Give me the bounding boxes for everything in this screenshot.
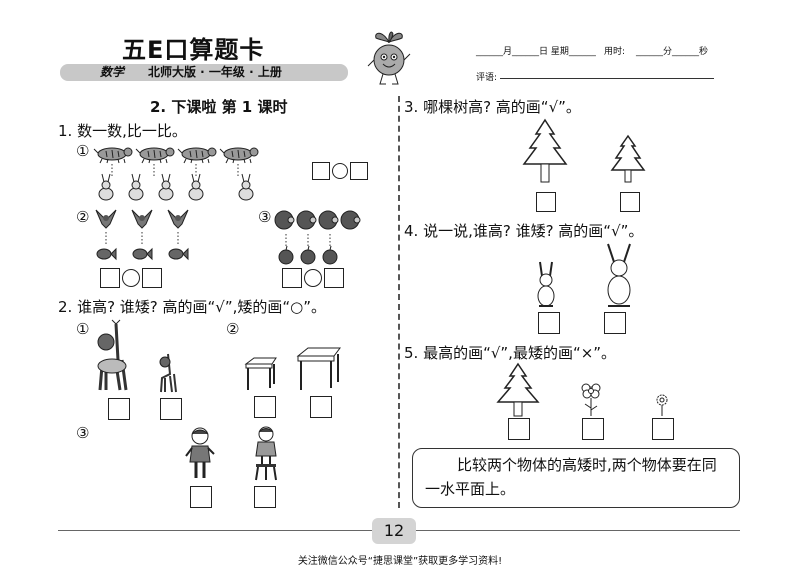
tall-tree-icon [522, 118, 568, 183]
giraffe-icon [97, 319, 128, 391]
small-table-icon [244, 357, 277, 390]
answer-box[interactable] [620, 192, 640, 212]
small-flower-icon [656, 394, 668, 416]
q2-sub3-label: ③ [76, 424, 90, 442]
girl-on-stool-icon [255, 426, 277, 481]
fish-icon-row [96, 247, 189, 261]
answer-box[interactable] [310, 396, 332, 418]
answer-box[interactable] [100, 268, 120, 288]
answer-box[interactable] [350, 162, 368, 180]
radish-mascot-icon [367, 31, 411, 85]
answer-box[interactable] [604, 312, 626, 334]
tiger-icon-row [93, 147, 259, 164]
tip-text: 比较两个物体的高矮时,两个物体要在同一水平面上。 [425, 456, 717, 498]
answer-box[interactable] [282, 268, 302, 288]
apple-icon-row [278, 245, 338, 265]
question-4-text: 4. 说一说,谁高? 谁矮? 高的画“√”。 [404, 222, 644, 240]
lesson-title: 2. 下课啦 第 1 课时 [150, 98, 288, 116]
compare-circle[interactable] [122, 269, 140, 287]
rabbit-icon-row [98, 173, 254, 201]
brand-title: 五E口算题卡 [122, 36, 265, 64]
q1-sub2-label: ② [76, 208, 90, 226]
bird-icon-row [95, 209, 189, 229]
comment-line[interactable] [500, 78, 714, 79]
tall-rabbit-icon [607, 243, 631, 307]
answer-box[interactable] [582, 418, 604, 440]
date-field[interactable]: ______月______日 星期______ [476, 47, 596, 57]
q2-sub1-label: ① [76, 320, 90, 338]
time-field[interactable]: ______分______秒 [636, 47, 709, 57]
dotted-lines [105, 232, 179, 246]
compare-circle[interactable] [332, 163, 348, 179]
answer-box[interactable] [142, 268, 162, 288]
boy-icon [185, 427, 215, 478]
dotted-lines [285, 234, 331, 246]
footer-note: 关注微信公众号“捷思课堂”获取更多学习资料! [297, 556, 503, 567]
q1-sub1-label: ① [76, 142, 90, 160]
answer-box[interactable] [254, 396, 276, 418]
answer-box[interactable] [160, 398, 182, 420]
answer-box[interactable] [536, 192, 556, 212]
subject-label: 数学 [100, 65, 125, 79]
question-5-text: 5. 最高的画“√”,最矮的画“×”。 [404, 344, 617, 362]
edition-label: 北师大版 · 一年级 · 上册 [148, 65, 282, 79]
short-tree-icon [610, 134, 646, 183]
answer-box[interactable] [324, 268, 344, 288]
small-giraffe-icon [159, 353, 177, 393]
q2-sub2-label: ② [226, 320, 240, 338]
question-3-text: 3. 哪棵树高? 高的画“√”。 [404, 98, 581, 116]
tip-box: 比较两个物体的高矮时,两个物体要在同一水平面上。 [412, 448, 740, 508]
column-divider [398, 96, 400, 508]
answer-box[interactable] [312, 162, 330, 180]
hedgehog-icon-row [274, 210, 361, 230]
short-rabbit-icon [537, 261, 555, 307]
subject-bar: 数学 北师大版 · 一年级 · 上册 [60, 64, 348, 81]
page-number: 12 [372, 518, 416, 544]
answer-box[interactable] [538, 312, 560, 334]
answer-box[interactable] [190, 486, 212, 508]
question-1-text: 1. 数一数,比一比。 [58, 122, 187, 140]
large-table-icon [296, 347, 341, 390]
answer-box[interactable] [652, 418, 674, 440]
q1-sub3-label: ③ [258, 208, 272, 226]
compare-circle[interactable] [304, 269, 322, 287]
time-label: 用时: [604, 47, 626, 57]
tree-icon [496, 362, 540, 417]
answer-box[interactable] [254, 486, 276, 508]
flower-icon [581, 383, 601, 416]
answer-box[interactable] [508, 418, 530, 440]
answer-box[interactable] [108, 398, 130, 420]
comment-label: 评语: [476, 73, 498, 83]
question-2-text: 2. 谁高? 谁矮? 高的画“√”,矮的画“○”。 [58, 298, 327, 316]
